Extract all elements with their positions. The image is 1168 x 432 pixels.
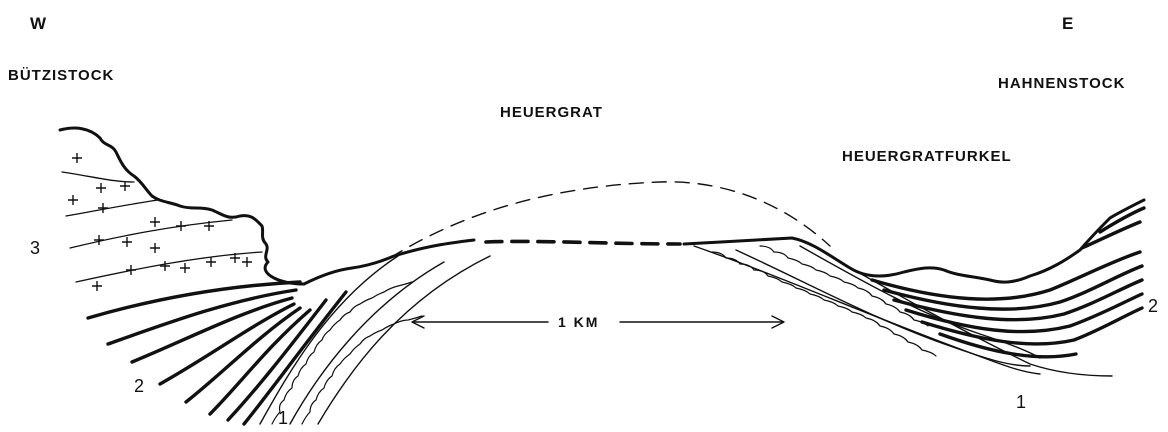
cross-2 <box>96 183 106 193</box>
east-thick-8 <box>1098 206 1146 234</box>
cross-10 <box>122 237 132 247</box>
cross-16 <box>180 263 190 273</box>
unit-3-west: 3 <box>30 238 42 258</box>
west-lower-wave <box>271 281 413 425</box>
scale-arrow-left <box>411 315 425 329</box>
cross-12 <box>230 253 240 263</box>
east-thick-4 <box>904 292 1144 334</box>
cross-8 <box>204 221 214 231</box>
cross-7 <box>176 221 186 231</box>
east-lower-3 <box>799 245 1041 359</box>
cross-6 <box>150 217 160 227</box>
east-thick-6 <box>938 332 1078 359</box>
cross-17 <box>92 281 102 291</box>
cross-1 <box>72 153 82 163</box>
unit-1-east: 1 <box>1016 392 1028 412</box>
cross-15 <box>160 261 170 271</box>
cross-13 <box>206 257 216 267</box>
east-thick-1 <box>870 250 1142 301</box>
unit-1-west: 1 <box>278 408 290 428</box>
cross-11 <box>150 243 160 253</box>
east-lower-wave <box>711 251 937 357</box>
east-slope-surface <box>682 198 1146 284</box>
cross-18 <box>242 257 252 267</box>
cross-14 <box>126 265 136 275</box>
east-lower-wave-2 <box>759 245 929 327</box>
cross-symbols <box>68 153 252 291</box>
east-thick-5 <box>920 306 1144 346</box>
west-lower-2 <box>289 261 445 425</box>
heuergrat-label: HEUERGRAT <box>500 104 603 121</box>
anticline-reconstruction <box>389 181 831 259</box>
crest-dashed-thick <box>484 239 682 246</box>
east-lower-2 <box>735 249 1031 367</box>
cross-9 <box>94 235 104 245</box>
west-thick-3 <box>130 296 294 364</box>
east-thick-3 <box>892 278 1144 322</box>
west-thick-4 <box>158 302 296 386</box>
east-label: E <box>1062 14 1075 33</box>
west-lower-1 <box>259 255 399 425</box>
east-thick-2 <box>882 264 1144 311</box>
east-thick-7 <box>1080 220 1142 250</box>
cross-5 <box>98 203 108 213</box>
scale-bar-label: 1 KM <box>558 314 600 330</box>
west-lower-3 <box>317 255 491 425</box>
west-thick-2 <box>106 288 298 346</box>
unit-2-east: 2 <box>1148 296 1160 316</box>
west-bed-1 <box>61 171 135 183</box>
cross-4 <box>68 195 78 205</box>
west-thick-7 <box>226 298 328 422</box>
west-bed-2 <box>65 199 159 217</box>
west-thick-6 <box>208 308 312 416</box>
west-thick-1 <box>86 280 302 320</box>
hahnenstock-label: HAHNENSTOCK <box>998 75 1126 92</box>
west-bed-3 <box>69 219 233 249</box>
west-lower-wave-2 <box>301 315 423 425</box>
west-cliff-outline <box>58 126 306 286</box>
west-thick-8 <box>242 290 348 426</box>
east-lower-1 <box>693 245 1041 375</box>
unit-2-west: 2 <box>134 376 146 396</box>
butzistock-label: BÜTZISTOCK <box>8 67 115 84</box>
cross-3 <box>120 181 130 191</box>
west-thick-5 <box>184 306 302 404</box>
west-slope-surface <box>302 238 476 286</box>
west-label: W <box>30 14 48 33</box>
section-lines <box>58 126 1146 426</box>
west-bed-4 <box>75 251 263 283</box>
heuergratfurkel-label: HEUERGRATFURKEL <box>842 148 1012 165</box>
scale-arrow-right <box>771 315 785 329</box>
